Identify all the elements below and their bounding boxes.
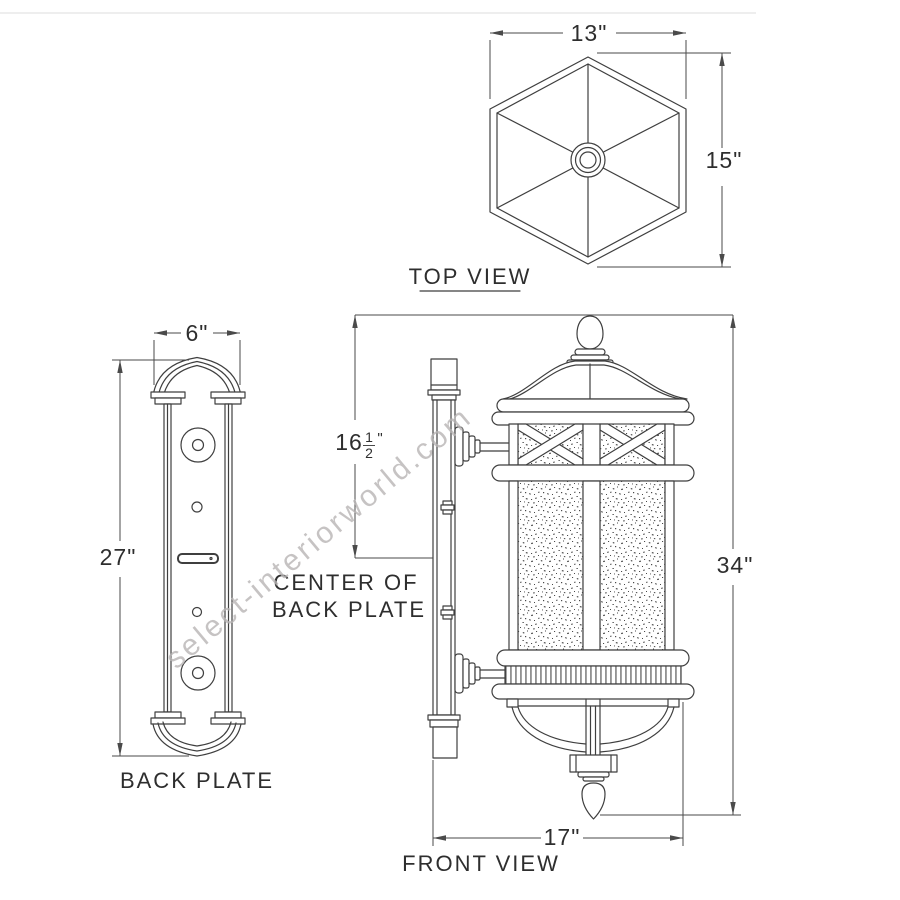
seeded-glass-panel xyxy=(599,480,666,651)
mount-hole-bottom xyxy=(180,655,216,691)
lower-arm xyxy=(454,653,506,694)
dim-center-height: 16 1 2 " xyxy=(335,315,433,559)
bell-roof xyxy=(502,360,688,400)
base-band-upper xyxy=(496,649,690,667)
dim-top-height-label: 15" xyxy=(706,147,743,173)
screw-hole-upper xyxy=(191,501,203,513)
lantern xyxy=(491,315,695,820)
svg-text:16: 16 xyxy=(335,429,363,455)
back-plate-mounting-holes xyxy=(177,427,219,691)
top-view: 13" 15" TOP VIEW xyxy=(409,20,743,292)
seeded-glass-panel xyxy=(517,480,584,651)
front-view-label: FRONT VIEW xyxy=(402,851,560,876)
mount-slot xyxy=(177,553,219,564)
upper-arm xyxy=(454,426,510,467)
dim-back-height-label: 27" xyxy=(100,544,137,570)
dim-back-height: 27" xyxy=(100,359,189,757)
top-view-label: TOP VIEW xyxy=(409,264,532,289)
dim-front-height: 34" xyxy=(600,315,754,816)
bar-bolt-lower xyxy=(440,605,455,620)
base-band-lower xyxy=(491,683,695,700)
center-note-line1: CENTER OF xyxy=(273,570,418,595)
glass-section xyxy=(508,480,675,651)
lattice-section xyxy=(508,423,675,466)
svg-text:1: 1 xyxy=(365,429,373,445)
back-plate-view: 6" 27" BACK PLATE xyxy=(100,320,274,793)
cornice-band-lower xyxy=(491,411,695,426)
dim-top-width-label: 13" xyxy=(571,20,608,46)
watermark-text: select-interiorworld.com xyxy=(159,400,478,675)
back-plate-label: BACK PLATE xyxy=(120,768,274,793)
screw-hole-lower xyxy=(191,606,203,618)
back-plate-bottom-arch xyxy=(152,721,242,757)
dim-front-width: 17" xyxy=(432,702,684,850)
dim-top-height: 15" xyxy=(597,52,743,268)
back-plate-top-arch xyxy=(152,356,242,399)
svg-text:": " xyxy=(377,430,382,447)
finial-hub xyxy=(570,142,606,178)
scroll-brackets xyxy=(506,698,680,756)
dim-front-width-label: 17" xyxy=(544,824,581,850)
dim-back-width-label: 6" xyxy=(186,320,209,346)
dim-center-height-label: 16 1 2 " xyxy=(335,429,382,461)
cornice-band-upper xyxy=(496,398,690,413)
back-plate-bottom-capitals xyxy=(150,711,246,725)
wall-mount-bar xyxy=(427,358,461,759)
mid-band xyxy=(491,464,695,482)
fluted-band xyxy=(504,665,682,685)
dim-front-height-label: 34" xyxy=(717,552,754,578)
front-view: 16 1 2 " CENTER OF BACK PLATE 34" xyxy=(272,314,754,876)
bar-bolt-upper xyxy=(440,500,455,515)
top-finial xyxy=(566,315,614,365)
back-plate-top-capitals xyxy=(150,391,246,405)
svg-text:2: 2 xyxy=(365,445,373,461)
mount-hole-top xyxy=(180,427,216,463)
dim-back-width: 6" xyxy=(153,320,241,385)
center-note: CENTER OF BACK PLATE xyxy=(272,570,426,622)
dim-top-width: 13" xyxy=(489,20,687,99)
bar-bottom-block xyxy=(432,726,458,759)
drop-finial xyxy=(569,754,618,820)
center-note-line2: BACK PLATE xyxy=(272,597,426,622)
